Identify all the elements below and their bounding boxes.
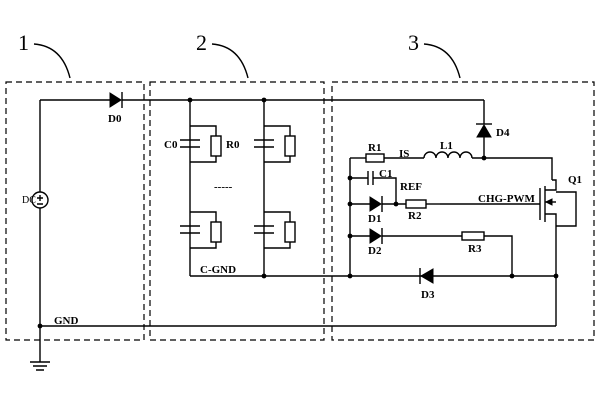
dc-source: [31, 100, 49, 326]
section-number-3: 3: [408, 30, 419, 55]
d3-label: D3: [421, 289, 435, 301]
q1-label: Q1: [568, 174, 582, 186]
section-1-box: [5, 81, 145, 341]
mosfet-q1: [539, 179, 577, 326]
section-number-1: 1: [18, 30, 29, 55]
section-1-leader: [33, 43, 71, 79]
junction-dot: [553, 273, 559, 279]
diode-d3: [419, 268, 434, 284]
chg-pwm-label: CHG-PWM: [478, 193, 535, 205]
resistor-lower-right: [264, 211, 296, 249]
capacitor-c1: [350, 171, 397, 204]
d2-label: D2: [368, 245, 382, 257]
diode-d2: [350, 228, 462, 244]
junction-dot: [509, 273, 515, 279]
capacitor-lower-left: [180, 225, 200, 234]
resistor-r3: [461, 231, 485, 241]
r0-label: R0: [226, 139, 240, 151]
wire-segment: [484, 235, 513, 276]
section-number-2: 2: [196, 30, 207, 55]
ref-label: REF: [400, 181, 422, 193]
junction-dot: [347, 273, 353, 279]
junction-dot: [261, 273, 267, 279]
resistor-r2: [405, 199, 427, 209]
inductor-l1: [423, 151, 473, 159]
resistor-r0: [190, 125, 222, 163]
r2-label: R2: [408, 210, 422, 222]
ground-symbol: [30, 326, 50, 371]
d1-label: D1: [368, 213, 381, 225]
diode-d4: [476, 100, 492, 158]
l1-label: L1: [440, 140, 453, 152]
r1-label: R1: [368, 142, 381, 154]
section-3-leader: [423, 43, 461, 79]
wire-segment: [472, 157, 553, 180]
c1-label: C1: [379, 168, 392, 180]
section-2-box: [149, 81, 325, 341]
resistor-lower-left: [190, 211, 222, 249]
section-3-box: [331, 81, 595, 341]
r3-label: R3: [468, 243, 482, 255]
dc-label: DC: [22, 195, 36, 206]
is-label: IS: [399, 148, 409, 160]
continuation-dashes: -----: [214, 181, 233, 193]
diode-d1: [350, 196, 406, 212]
c-gnd-label: C-GND: [200, 264, 236, 276]
c0-label: C0: [164, 139, 178, 151]
resistor-upper-right: [264, 125, 296, 163]
d0-label: D0: [108, 113, 122, 125]
capacitor-upper-right: [254, 139, 274, 148]
section-2-leader: [211, 43, 249, 79]
capacitor-c0: [180, 139, 200, 148]
resistor-r1: [365, 153, 385, 163]
gnd-label: GND: [54, 315, 79, 327]
junction-dot: [393, 201, 399, 207]
capacitor-lower-right: [254, 225, 274, 234]
d4-label: D4: [496, 127, 510, 139]
diode-d0: [109, 92, 123, 108]
